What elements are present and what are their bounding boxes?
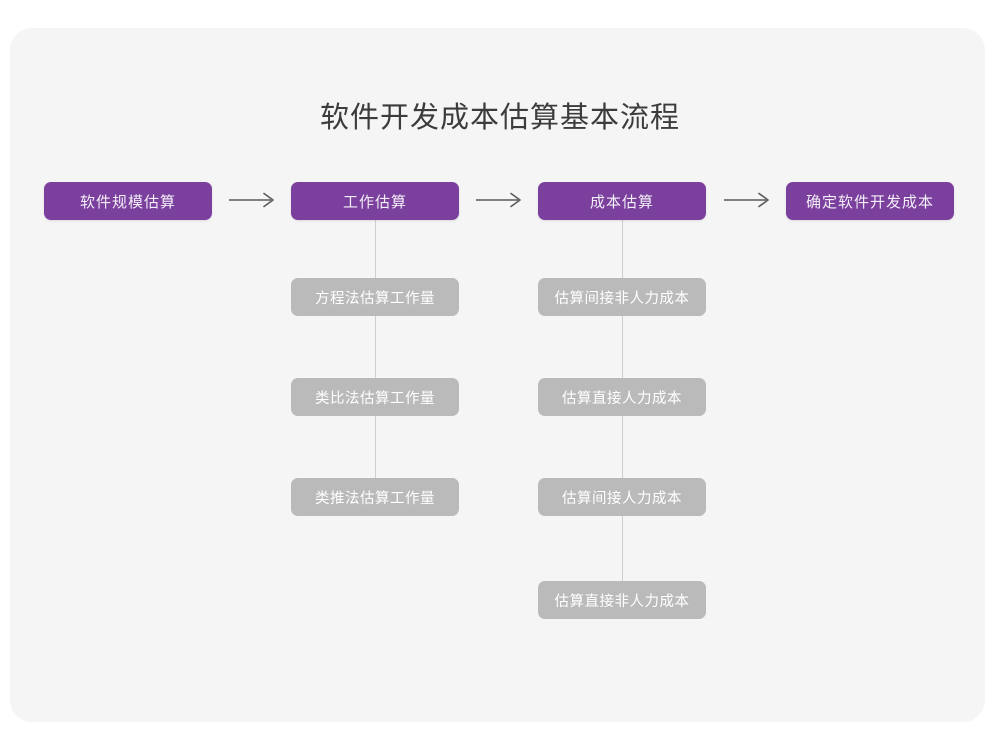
- arrow-icon-2: [474, 190, 530, 210]
- sub-label: 估算直接人力成本: [562, 390, 682, 407]
- stage-label: 工作估算: [342, 193, 407, 211]
- sub-label: 方程法估算工作量: [315, 290, 435, 307]
- stage-box-software-size-estimation[interactable]: 软件规模估算: [44, 182, 212, 220]
- sub-label: 类推法估算工作量: [315, 490, 435, 507]
- stage-label: 软件规模估算: [79, 193, 176, 211]
- sub-label: 类比法估算工作量: [315, 390, 435, 407]
- stage-label: 成本估算: [589, 193, 654, 211]
- sub-label: 估算直接非人力成本: [554, 593, 690, 610]
- arrow-icon-1: [227, 190, 283, 210]
- stage-box-work-estimation[interactable]: 工作估算: [291, 182, 459, 220]
- sub-box-indirect-labor-cost[interactable]: 估算间接人力成本: [538, 478, 706, 516]
- stage-label: 确定软件开发成本: [805, 193, 934, 211]
- sub-box-direct-labor-cost[interactable]: 估算直接人力成本: [538, 378, 706, 416]
- arrow-icon-3: [722, 190, 778, 210]
- page-title: 软件开发成本估算基本流程: [319, 102, 680, 134]
- diagram-card: [10, 28, 985, 722]
- sub-box-equation-method-workload[interactable]: 方程法估算工作量: [291, 278, 459, 316]
- sub-box-inference-method-workload[interactable]: 类推法估算工作量: [291, 478, 459, 516]
- sub-box-analogy-method-workload[interactable]: 类比法估算工作量: [291, 378, 459, 416]
- sub-box-direct-nonlabor-cost[interactable]: 估算直接非人力成本: [538, 581, 706, 619]
- branch-line-work-estimation: [375, 210, 376, 497]
- stage-box-determine-development-cost[interactable]: 确定软件开发成本: [786, 182, 954, 220]
- stage-box-cost-estimation[interactable]: 成本估算: [538, 182, 706, 220]
- sub-label: 估算间接非人力成本: [554, 290, 690, 307]
- sub-box-indirect-nonlabor-cost[interactable]: 估算间接非人力成本: [538, 278, 706, 316]
- sub-label: 估算间接人力成本: [562, 490, 682, 507]
